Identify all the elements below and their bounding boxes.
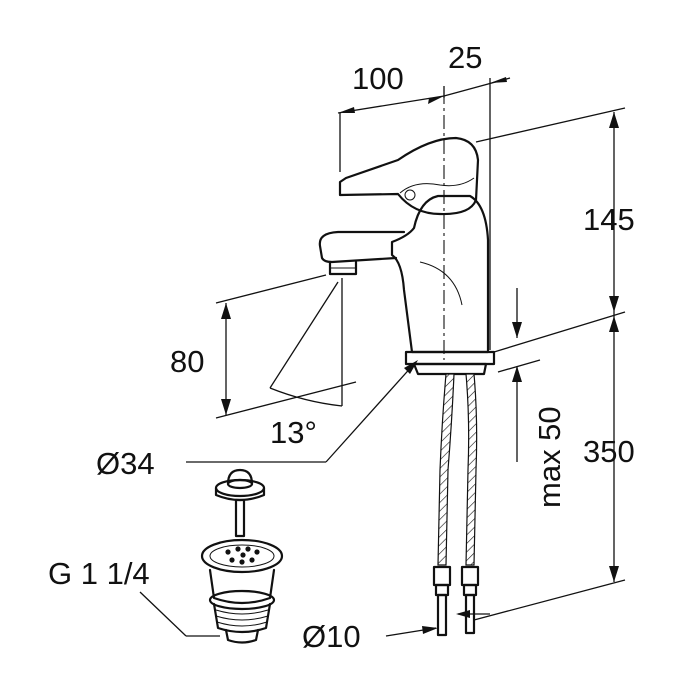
dim-hose-length: 350 — [583, 434, 635, 469]
dim-spout-angle: 13° — [270, 415, 317, 450]
dim-tap-height: 145 — [583, 202, 635, 237]
faucet-body — [318, 90, 496, 376]
supply-hoses — [432, 373, 480, 637]
dim-base-diameter: Ø34 — [96, 446, 155, 481]
dim-offset: 25 — [448, 40, 482, 75]
dim-spout-height: 80 — [170, 344, 204, 379]
dim-spout-reach: 100 — [352, 61, 404, 96]
dimension-lines — [139, 77, 626, 637]
waste-valve — [200, 468, 284, 644]
dim-deck-thickness: max 50 — [532, 406, 567, 508]
dim-hose-diameter: Ø10 — [302, 619, 361, 654]
dim-waste-thread: G 1 1/4 — [48, 556, 150, 591]
